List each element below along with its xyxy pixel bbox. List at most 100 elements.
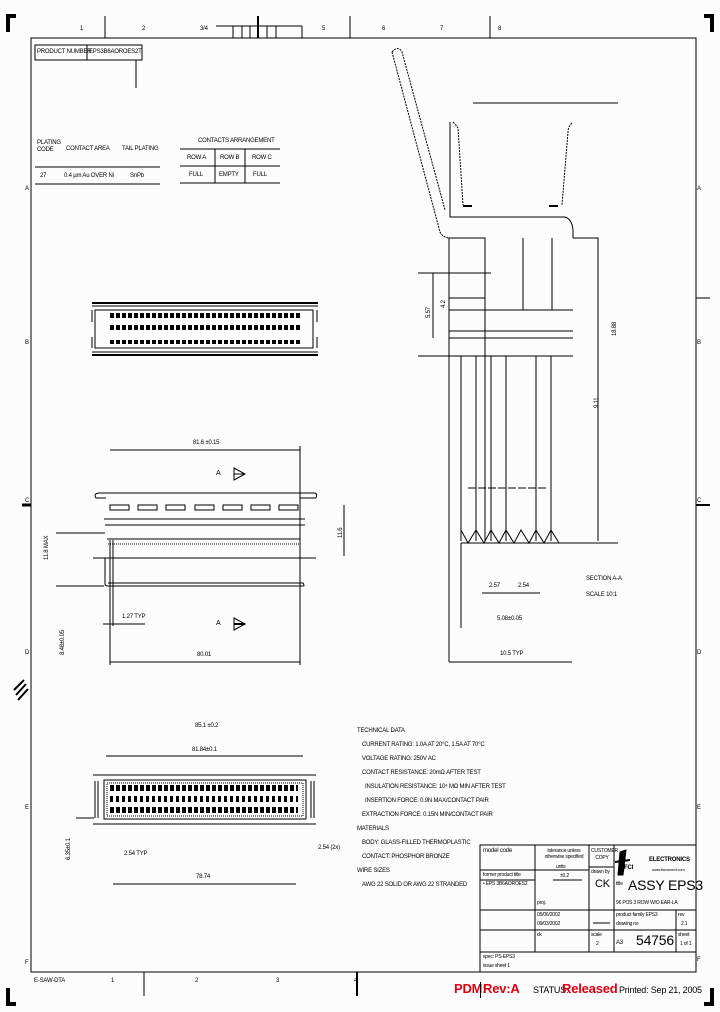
cell-tail-plating: SnPb xyxy=(130,173,144,179)
tech-item: EXTRACTION FORCE: 0.15N MIN/CONTACT PAIR xyxy=(362,812,493,818)
section-dim-small: 4.2 xyxy=(441,300,447,308)
status-value: Released xyxy=(562,981,618,996)
zone-label-top-6: 6 xyxy=(382,26,386,32)
section-scale: SCALE 10:1 xyxy=(586,592,618,598)
cell-plating-code: 27 xyxy=(40,173,47,179)
tech-item: INSERTION FORCE: 0.9N MAX/CONTACT PAIR xyxy=(365,798,489,804)
zone-label-right-f: F xyxy=(697,957,701,963)
pin-row-b xyxy=(110,325,300,330)
date-2: 09/03/2002 xyxy=(537,921,561,927)
col-row-a: ROW A xyxy=(187,155,207,161)
product-family-label: product family EPS3 xyxy=(616,912,658,918)
zone-label-right-e: E xyxy=(697,805,701,811)
sheet-value: 1 of 1 xyxy=(680,941,692,947)
bottom-inner-dim: 81.84±0.1 xyxy=(192,747,217,753)
title-value: ASSY EPS3 xyxy=(628,877,703,893)
zone-label-bottom-1: 1 xyxy=(111,978,115,984)
fci-logo-text: FCI xyxy=(624,865,634,871)
size-label: A3 xyxy=(616,940,623,946)
pdm-label: PDM: xyxy=(454,981,487,996)
customer-copy: CUSTOMER COPY xyxy=(591,848,618,861)
zone-label-top-2: 2 xyxy=(142,26,146,32)
zone-label-top-8: 8 xyxy=(498,26,502,32)
section-dim-c: 5.08±0.05 xyxy=(497,616,522,622)
drawn-label: drawn by xyxy=(591,869,610,875)
section-dim-b: 2.54 xyxy=(518,583,529,589)
zone-label-top-1: 1 xyxy=(80,26,84,32)
scale-value: 2 xyxy=(596,941,599,947)
bottom-left-code: E-SAW-DTA xyxy=(34,978,66,984)
drawing-number: 54756 xyxy=(636,932,674,948)
spec-label: spec: PS-EPS3 xyxy=(483,954,515,960)
tech-item: CURRENT RATING: 1.0A AT 20°C, 1.5A AT 70… xyxy=(362,742,485,748)
materials-item: BODY: GLASS-FILLED THERMOPLASTIC xyxy=(362,840,471,846)
side-left-vertical-dim: 8.48±0.05 xyxy=(60,630,66,655)
former-title-label: former product title xyxy=(483,872,521,878)
sheet-label: sheet xyxy=(678,932,690,938)
zone-label-left-d: D xyxy=(25,650,30,656)
zone-label-right-b: B xyxy=(697,340,701,346)
product-number-label: PRODUCT NUMBER xyxy=(37,49,92,55)
section-dim-width: 10.5 TYP xyxy=(500,651,524,657)
bottom-pin-row-b xyxy=(110,796,298,802)
pin-row-a xyxy=(110,313,300,318)
model-code-label: model code xyxy=(483,848,513,854)
rev-value: 2.1 xyxy=(681,921,688,927)
former-title-value: • EPS 3B6AOROES2 xyxy=(483,881,528,887)
zone-label-bottom-4: 4 xyxy=(354,978,358,984)
zone-label-right-a: A xyxy=(697,186,701,192)
side-base-dim: 80.01 xyxy=(197,652,212,658)
side-height-dim-right: 11.6 xyxy=(338,527,344,538)
section-title: SECTION A-A xyxy=(586,576,622,582)
issue-label: issue sheet 1 xyxy=(483,963,510,969)
connector-top-view xyxy=(91,302,318,356)
subtitle-value: 96 POS 3 ROW W/O EAR-LA xyxy=(616,900,678,906)
section-marker-top: A xyxy=(216,470,221,477)
zone-label-bottom-2: 2 xyxy=(195,978,199,984)
cell-contact-area: 0.4 µm Au OVER Ni xyxy=(64,173,114,179)
brand-sub: www.fciconnect.com xyxy=(652,867,685,872)
tech-item: INSULATION RESISTANCE: 10⁴ MΩ MIN AFTER … xyxy=(365,784,506,790)
bottom-pin-row-a xyxy=(110,785,298,791)
tech-item: CONTACT RESISTANCE: 20mΩ AFTER TEST xyxy=(362,770,481,776)
bottom-pitch-dim: 2.54 TYP xyxy=(124,851,148,857)
zone-label-right-d: D xyxy=(697,650,702,656)
connector-side-view xyxy=(56,446,345,665)
side-overall-dim: 81.6 ±0.15 xyxy=(193,440,220,446)
brand-division: ELECTRONICS xyxy=(649,857,690,863)
section-dim-right-short: 9.11 xyxy=(594,397,600,408)
col-tail-plating: TAIL PLATING xyxy=(122,146,159,152)
tech-heading: TECHNICAL DATA xyxy=(357,728,405,734)
col-contact-area: CONTACT AREA xyxy=(66,146,110,152)
section-a-a-view xyxy=(391,48,618,663)
zone-label-left-b: B xyxy=(25,340,29,346)
side-height-dim-left: 11.8 MAX xyxy=(44,535,50,560)
zone-label-left-c: C xyxy=(25,498,30,504)
date-1: 05/06/2002 xyxy=(537,912,561,918)
contacts-arrangement-title: CONTACTS ARRANGEMENT xyxy=(198,138,275,144)
zone-label-right-c: C xyxy=(697,498,702,504)
wire-item: AWG 22 SOLID OR AWG 22 STRANDED xyxy=(362,882,468,888)
tolerance-text: tolerance unless otherwise specified xyxy=(544,848,584,860)
zone-label-top-5: 5 xyxy=(322,26,326,32)
cell-row-c: FULL xyxy=(253,172,267,178)
bottom-side-dim: 2.54 (2x) xyxy=(318,845,340,851)
side-pitch-dim: 1.27 TYP xyxy=(122,614,146,620)
wire-heading: WIRE SIZES xyxy=(357,868,390,874)
drawing-no-label: drawing no xyxy=(616,921,639,927)
col-row-c: ROW C xyxy=(252,155,272,161)
bottom-overall-dim: 85.1 ±0.2 xyxy=(195,723,219,729)
pin-row-c xyxy=(110,340,300,344)
zone-label-left-e: E xyxy=(25,805,29,811)
zone-label-bottom-3: 3 xyxy=(276,978,280,984)
col-row-b: ROW B xyxy=(220,155,240,161)
section-dim-left-vertical: 5.57 xyxy=(426,307,432,318)
section-marker-bottom: A xyxy=(216,620,221,627)
tech-item: VOLTAGE RATING: 250V AC xyxy=(362,756,436,762)
drawn-value: CK xyxy=(595,878,610,890)
product-number-value: EPS3B6AOROES2T xyxy=(89,49,142,55)
section-dim-right-tall: 18.88 xyxy=(612,321,618,336)
col-plating-code: PLATING CODE xyxy=(37,140,61,153)
ck-label: ck xyxy=(537,932,542,938)
